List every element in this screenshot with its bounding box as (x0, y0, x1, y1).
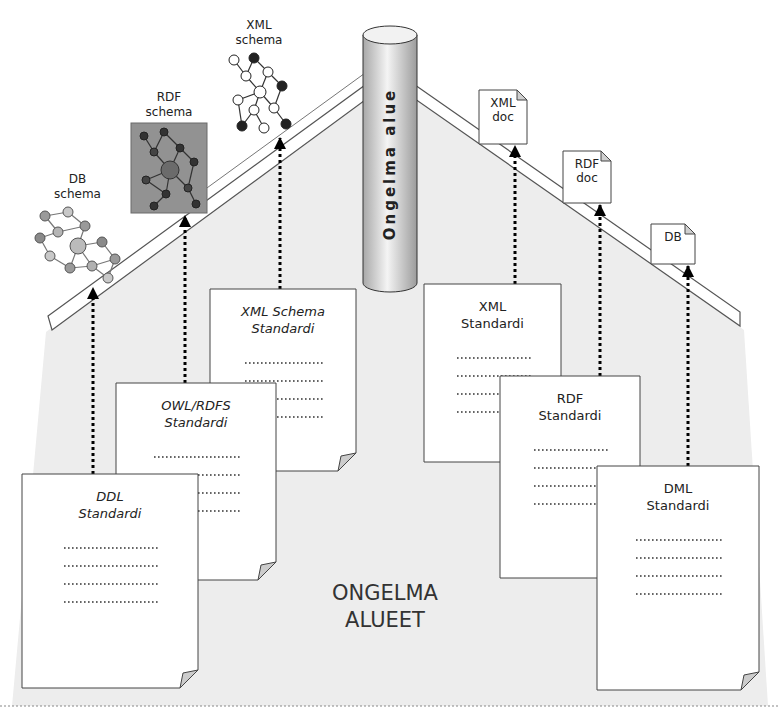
node-label: DML Standardi (636, 480, 720, 514)
ground-label-box: ONGELMA ALUEET (298, 580, 472, 634)
instance-document: DB (651, 224, 695, 264)
schema-node: XML schema (222, 18, 296, 136)
dotted-arrow (687, 266, 690, 466)
schema-node: RDF schema (128, 90, 210, 214)
node-label: DB (651, 224, 695, 244)
standard-document: DML Standardi (597, 466, 759, 690)
db-schema-graph (30, 204, 125, 286)
dotted-arrow (92, 288, 95, 474)
instance-document: RDF doc (563, 151, 611, 203)
instance-document: XML doc (479, 90, 527, 144)
rdf-schema-graph (130, 122, 208, 214)
node-label: RDF Standardi (528, 390, 612, 424)
dotted-arrow (184, 216, 187, 383)
node-label: RDF schema (139, 90, 199, 120)
cylinder-label-box: Ongelma alue (363, 44, 417, 283)
node-label: DB schema (48, 172, 108, 202)
standard-document: DDL Standardi (22, 474, 198, 688)
dotted-arrow (279, 138, 282, 289)
node-label: XML doc (479, 90, 527, 124)
node-label: Ongelma alue (381, 87, 399, 240)
beam-edge-line (200, 68, 372, 193)
node-label: XML schema (229, 18, 289, 48)
node-label: DDL Standardi (68, 488, 152, 522)
dotted-arrow (514, 146, 517, 284)
node-label: XML Schema Standardi (234, 303, 332, 337)
dotted-arrow (599, 205, 602, 376)
node-label: ONGELMA ALUEET (298, 580, 472, 634)
node-label: RDF doc (563, 151, 611, 185)
node-label: OWL/RDFS Standardi (154, 397, 238, 431)
schema-node: DB schema (30, 172, 125, 286)
xml-schema-graph (224, 50, 294, 136)
node-label: XML Standardi (451, 298, 535, 332)
problem-cylinder: Ongelma alue (363, 26, 417, 292)
